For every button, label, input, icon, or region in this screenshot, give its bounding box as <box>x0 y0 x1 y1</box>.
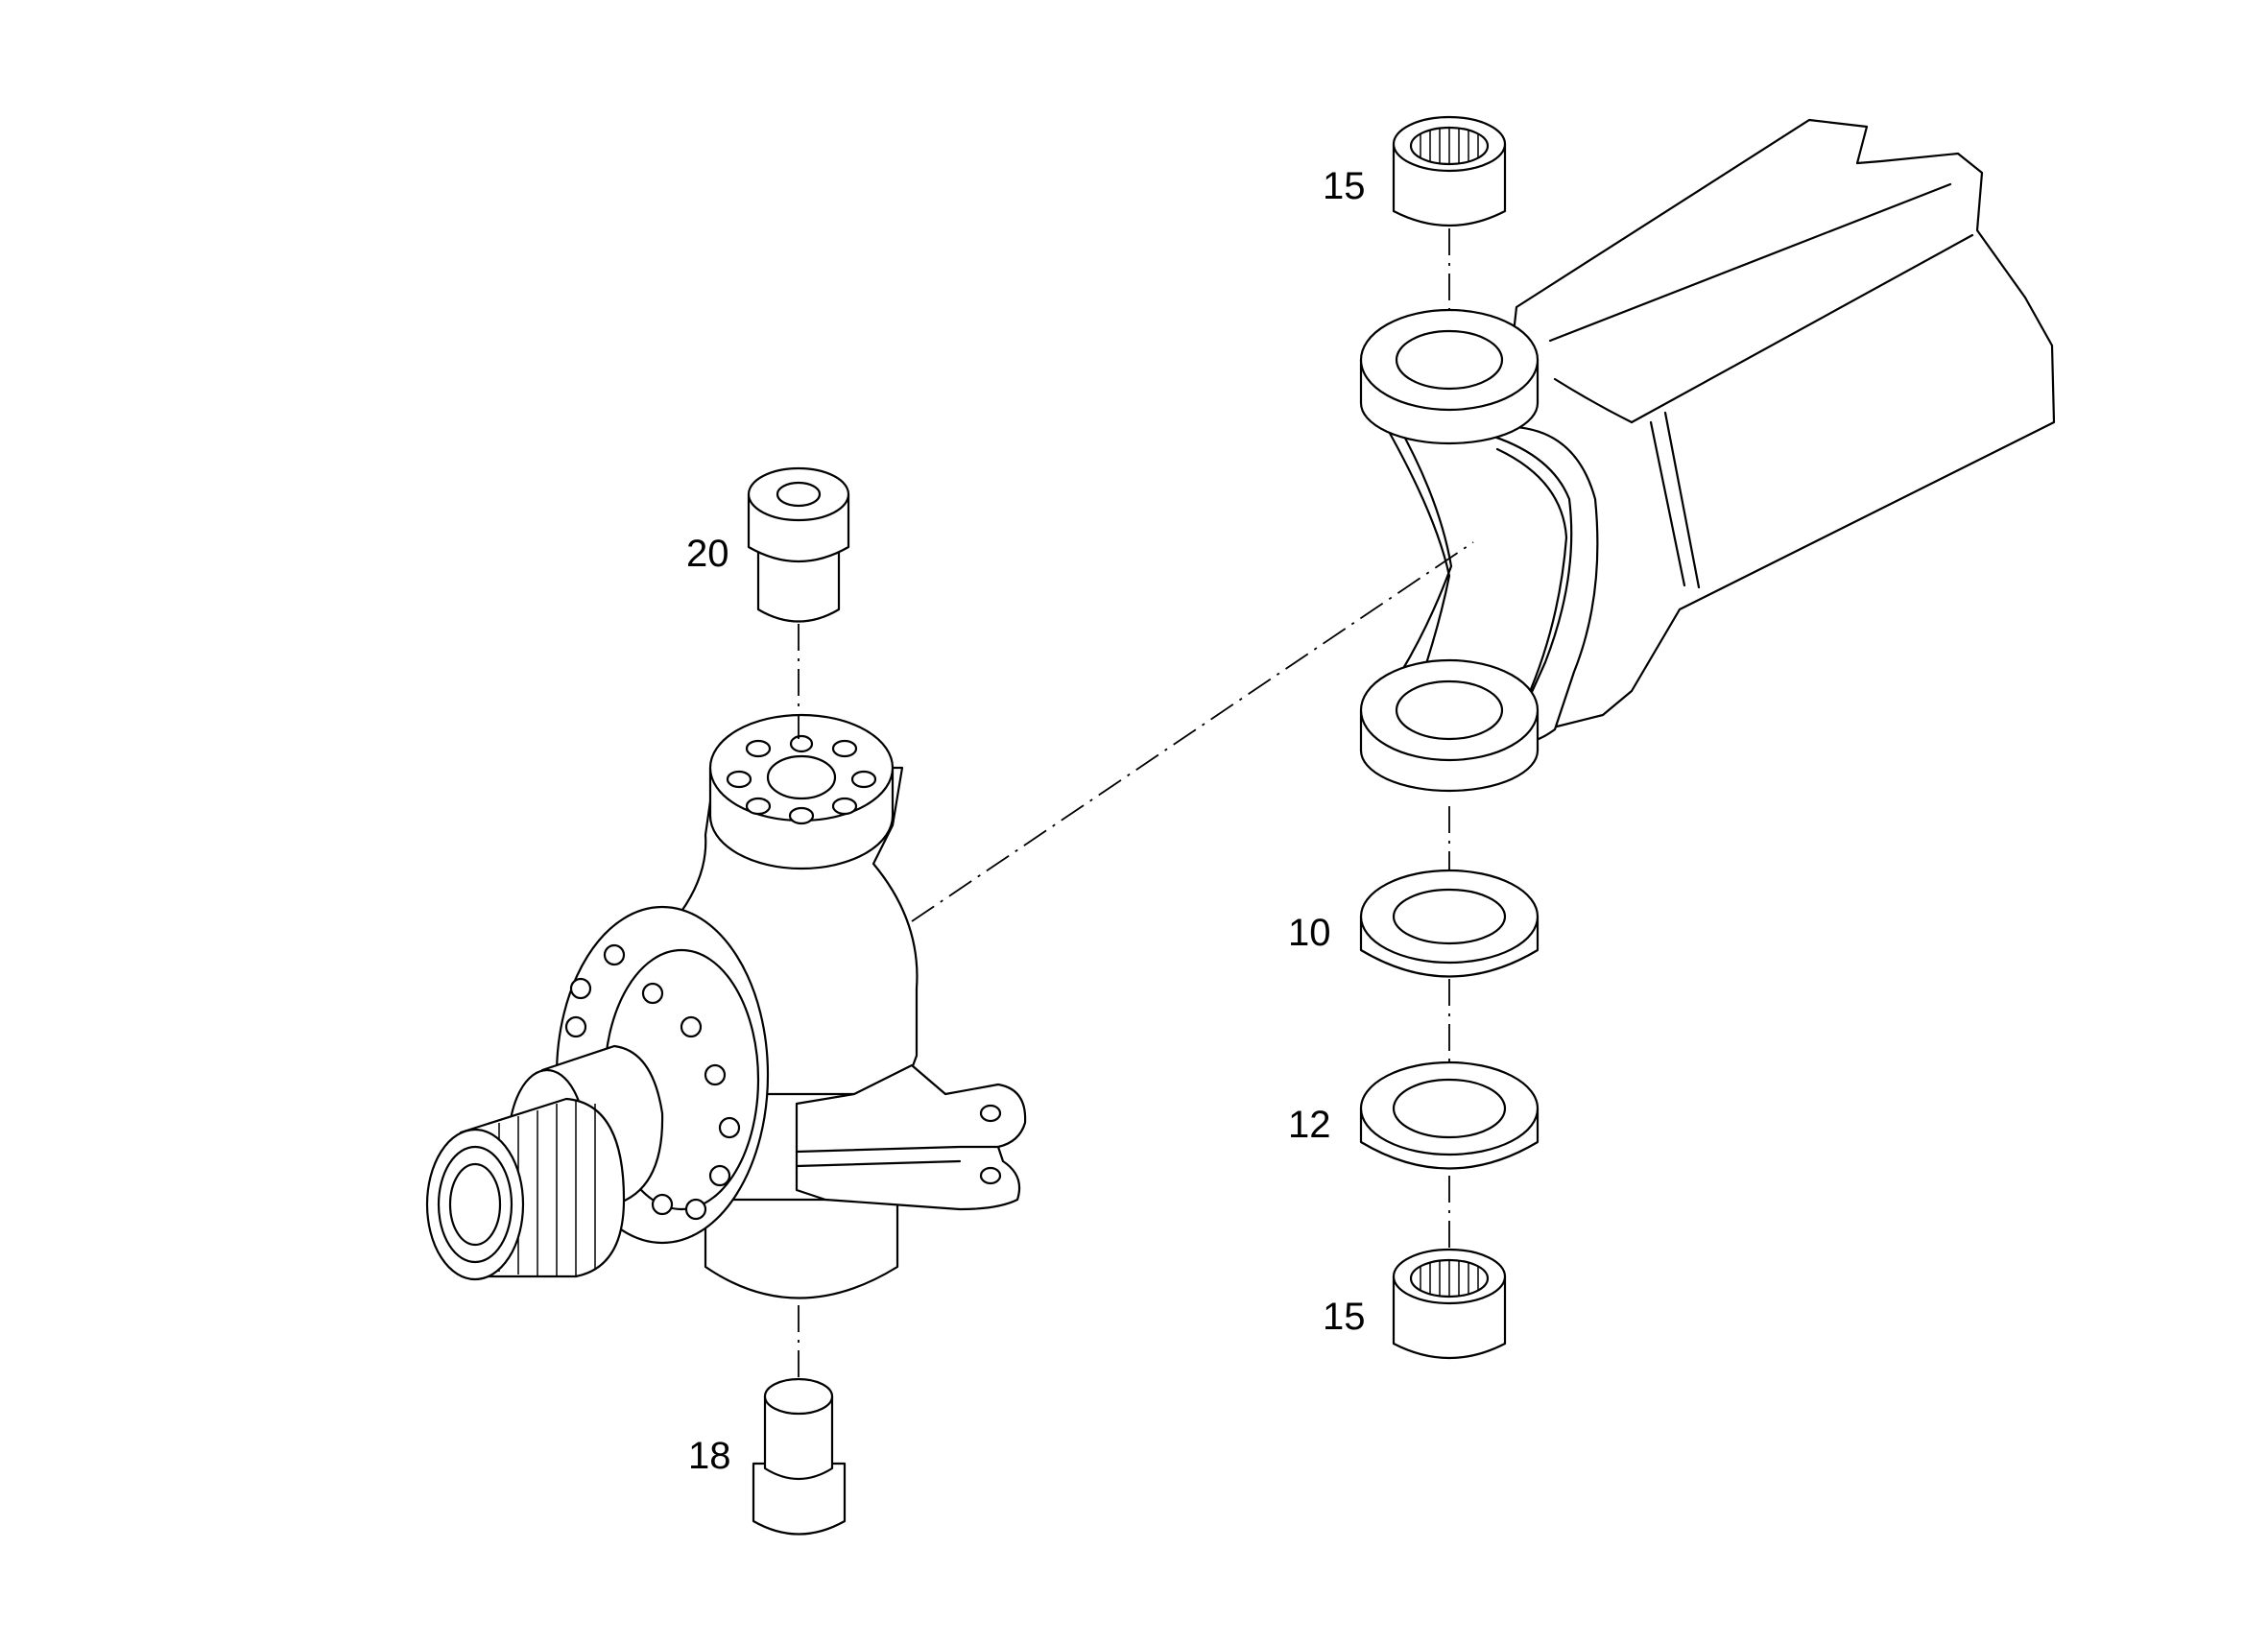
callout-label: 12 <box>1288 1104 1331 1146</box>
bushing-lower-part <box>752 1377 847 1536</box>
steering-knuckle <box>425 713 1027 1299</box>
center-lines <box>798 228 1474 1396</box>
callout-label: 15 <box>1323 1296 1366 1338</box>
needle-bearing-top-part <box>1392 115 1507 227</box>
seal-washer-part <box>1359 1060 1540 1170</box>
thrust-washer-part <box>1359 869 1540 978</box>
callout-label: 18 <box>688 1435 731 1477</box>
needle-bearing-bottom-part <box>1392 1248 1507 1360</box>
axle-beam-yoke <box>1359 118 2056 793</box>
callout-label: 10 <box>1288 912 1331 954</box>
callout-label: 15 <box>1323 165 1366 207</box>
callout-label: 20 <box>686 533 729 575</box>
bushing-upper-part <box>747 466 850 623</box>
